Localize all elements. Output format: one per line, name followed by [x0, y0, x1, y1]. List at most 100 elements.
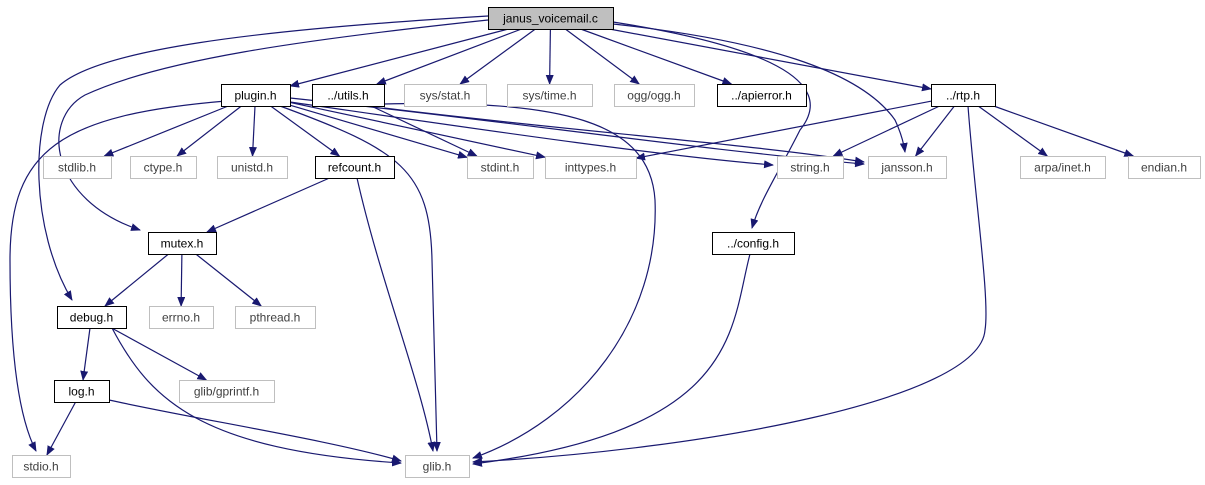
- edge-debug-h-to-gprintf-h: [111, 327, 208, 381]
- node-pthread-h: pthread.h: [235, 306, 316, 329]
- node-label: arpa/inet.h: [1034, 161, 1091, 175]
- node-rtp-h[interactable]: ../rtp.h: [931, 84, 996, 107]
- node-label: stdint.h: [481, 161, 520, 175]
- node-plugin-h[interactable]: plugin.h: [221, 84, 291, 107]
- node-box: [1128, 156, 1201, 179]
- node-box: [614, 84, 695, 107]
- node-label: string.h: [790, 161, 829, 175]
- node-label: ctype.h: [144, 161, 183, 175]
- node-box: [931, 84, 996, 107]
- node-gprintf-h: glib/gprintf.h: [179, 380, 275, 403]
- node-label: stdio.h: [23, 460, 58, 474]
- edge-janus-voicemail-c-to-plugin-h: [289, 28, 509, 88]
- edges-layer: [9, 15, 1135, 467]
- node-box: [54, 380, 110, 403]
- node-box: [488, 7, 614, 30]
- edge-plugin-h-to-string-h: [289, 101, 774, 169]
- edge-plugin-h-to-stdint-h: [289, 104, 468, 159]
- node-label: sys/stat.h: [420, 89, 471, 103]
- node-utils-h[interactable]: ../utils.h: [312, 84, 385, 107]
- node-box: [717, 84, 807, 107]
- edge-rtp-h-to-inttypes-h: [635, 100, 932, 161]
- node-label: debug.h: [70, 311, 113, 325]
- node-config-h[interactable]: ../config.h: [712, 232, 795, 255]
- node-label: refcount.h: [328, 161, 381, 175]
- node-inttypes-h: inttypes.h: [545, 156, 637, 179]
- node-box: [179, 380, 275, 403]
- edge-rtp-h-to-glib-h: [472, 105, 987, 466]
- node-stdint-h: stdint.h: [467, 156, 534, 179]
- node-label: errno.h: [162, 311, 200, 325]
- node-box: [221, 84, 291, 107]
- edge-log-h-to-stdio-h: [46, 401, 77, 456]
- node-apierror-h[interactable]: ../apierror.h: [717, 84, 807, 107]
- node-ogg-h: ogg/ogg.h: [614, 84, 695, 107]
- node-label: janus_voicemail.c: [502, 12, 598, 26]
- node-jansson-h: jansson.h: [868, 156, 947, 179]
- node-sys-stat-h: sys/stat.h: [404, 84, 487, 107]
- node-box: [777, 156, 844, 179]
- edge-utils-h-to-glib-h: [383, 102, 656, 459]
- node-stdlib-h: stdlib.h: [43, 156, 112, 179]
- node-label: unistd.h: [231, 161, 273, 175]
- node-box: [148, 232, 217, 255]
- node-unistd-h: unistd.h: [217, 156, 288, 179]
- edge-janus-voicemail-c-to-mutex-h: [58, 19, 489, 231]
- node-label: stdlib.h: [58, 161, 96, 175]
- node-arpa-inet-h: arpa/inet.h: [1020, 156, 1106, 179]
- edge-plugin-h-to-unistd-h: [248, 105, 257, 157]
- node-label: jansson.h: [880, 161, 932, 175]
- node-box: [235, 306, 316, 329]
- node-label: ../rtp.h: [946, 89, 980, 103]
- node-box: [404, 84, 487, 107]
- edge-rtp-h-to-endian-h: [993, 105, 1135, 157]
- node-box: [217, 156, 288, 179]
- node-label: mutex.h: [161, 237, 204, 251]
- edge-janus-voicemail-c-to-ogg-h: [564, 28, 641, 85]
- edge-log-h-to-glib-h: [108, 399, 402, 463]
- node-label: ../config.h: [727, 237, 779, 251]
- edge-plugin-h-to-ctype-h: [176, 105, 242, 157]
- edge-janus-voicemail-c-to-rtp-h: [609, 28, 932, 92]
- edge-rtp-h-to-string-h: [832, 105, 940, 157]
- edge-mutex-h-to-pthread-h: [195, 253, 262, 307]
- node-log-h[interactable]: log.h: [54, 380, 110, 403]
- node-mutex-h[interactable]: mutex.h: [148, 232, 217, 255]
- node-box: [712, 232, 795, 255]
- node-janus-voicemail-c[interactable]: janus_voicemail.c: [488, 7, 614, 30]
- edge-rtp-h-to-jansson-h: [914, 105, 955, 157]
- node-debug-h[interactable]: debug.h: [57, 306, 127, 329]
- edge-janus-voicemail-c-to-jansson-h: [612, 23, 908, 153]
- node-label: endian.h: [1141, 161, 1187, 175]
- node-endian-h: endian.h: [1128, 156, 1201, 179]
- edge-rtp-h-to-arpa-inet-h: [977, 105, 1049, 157]
- node-label: plugin.h: [234, 89, 276, 103]
- node-box: [868, 156, 947, 179]
- node-box: [545, 156, 637, 179]
- node-label: ../apierror.h: [731, 89, 792, 103]
- node-box: [312, 84, 385, 107]
- edge-refcount-h-to-mutex-h: [206, 177, 330, 233]
- node-box: [315, 156, 395, 179]
- node-sys-time-h: sys/time.h: [507, 84, 593, 107]
- edge-janus-voicemail-c-to-debug-h: [38, 15, 489, 301]
- node-box: [467, 156, 534, 179]
- node-box: [405, 455, 470, 478]
- node-label: ../utils.h: [327, 89, 368, 103]
- edge-plugin-h-to-inttypes-h: [289, 101, 546, 160]
- node-label: glib.h: [423, 460, 452, 474]
- edge-utils-h-to-jansson-h: [383, 107, 865, 165]
- node-box: [149, 306, 214, 329]
- node-box: [43, 156, 112, 179]
- edge-plugin-h-to-glib-h: [279, 105, 441, 452]
- node-box: [130, 156, 197, 179]
- edge-janus-voicemail-c-to-utils-h: [375, 28, 522, 85]
- node-errno-h: errno.h: [149, 306, 214, 329]
- edge-config-h-to-glib-h: [472, 253, 751, 467]
- edge-debug-h-to-log-h: [80, 327, 91, 381]
- node-label: log.h: [68, 385, 94, 399]
- edge-plugin-h-to-refcount-h: [270, 105, 341, 157]
- node-refcount-h[interactable]: refcount.h: [315, 156, 395, 179]
- edge-janus-voicemail-c-to-apierror-h: [580, 28, 733, 85]
